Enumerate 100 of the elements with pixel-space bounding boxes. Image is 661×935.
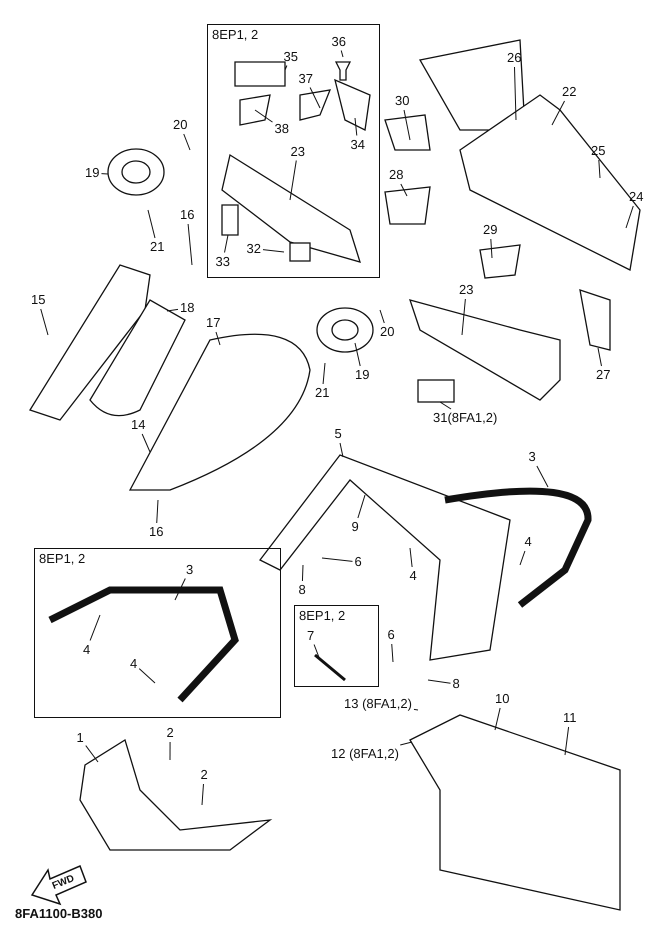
leader-line xyxy=(290,160,297,200)
leader-line xyxy=(284,65,288,70)
callout-number: 38 xyxy=(274,122,289,136)
leader-line xyxy=(413,708,418,710)
callout-number: 25 xyxy=(591,144,606,158)
variant-frame xyxy=(294,605,379,687)
callout-number: 26 xyxy=(507,51,522,65)
leader-line xyxy=(400,742,412,746)
leader-line xyxy=(340,50,344,58)
callout-number: 23 xyxy=(290,144,305,158)
leader-line xyxy=(148,210,156,238)
callout-number: 35 xyxy=(284,50,298,64)
callout-number: 15 xyxy=(31,293,46,307)
leader-line xyxy=(322,362,326,384)
leader-line xyxy=(166,308,178,312)
frame-title: 8EP1, 2 xyxy=(299,608,346,623)
callout-number: 2 xyxy=(166,726,174,740)
callout-number: 24 xyxy=(629,190,644,204)
leader-line xyxy=(354,118,358,136)
callout-number: 20 xyxy=(173,118,188,132)
callout-number: 3 xyxy=(528,450,536,464)
callout-number: 1 xyxy=(76,731,84,745)
callout-number: 9 xyxy=(352,520,359,534)
callout-number: 16 xyxy=(149,525,164,539)
variant-frame xyxy=(207,24,380,278)
callout-number: 4 xyxy=(410,569,417,583)
callout-number: 37 xyxy=(298,72,313,86)
leader-line xyxy=(202,784,204,806)
leader-line xyxy=(142,434,150,452)
leader-line xyxy=(357,494,366,518)
leader-line xyxy=(156,500,158,524)
callout-number: 22 xyxy=(562,85,576,99)
leader-line xyxy=(520,550,526,566)
leader-line xyxy=(564,726,570,756)
callout-number: 28 xyxy=(389,168,404,182)
leader-line xyxy=(216,332,220,346)
callout-number: 18 xyxy=(180,301,194,315)
leader-line xyxy=(404,110,410,140)
callout-number: 7 xyxy=(307,628,314,642)
callout-number: 4 xyxy=(524,535,532,549)
callout-number: 33 xyxy=(216,254,230,268)
leader-line xyxy=(514,66,516,120)
callout-number: 36 xyxy=(332,34,346,48)
leader-line xyxy=(40,308,48,336)
leader-line xyxy=(138,668,156,684)
callout-number: 34 xyxy=(350,138,365,152)
callout-number: 8 xyxy=(452,677,460,691)
leader-line xyxy=(170,742,171,760)
leader-line xyxy=(598,160,600,178)
leader-line xyxy=(224,234,228,253)
leader-line xyxy=(428,680,451,684)
callout-number: 16 xyxy=(180,208,194,222)
leader-line xyxy=(354,342,361,366)
callout-number: 4 xyxy=(130,656,138,670)
leader-line xyxy=(494,708,501,730)
leader-line xyxy=(490,238,492,258)
leader-line xyxy=(322,558,353,562)
callout-number: 27 xyxy=(596,368,610,382)
callout-number: 6 xyxy=(388,628,395,642)
callout-number: 17 xyxy=(206,316,220,330)
leader-line xyxy=(598,348,602,366)
leader-line xyxy=(340,442,344,458)
callout-number: 14 xyxy=(131,418,146,432)
callout-number: 21 xyxy=(315,386,330,400)
frame-title: 8EP1, 2 xyxy=(39,551,86,566)
callout-number: 10 xyxy=(495,692,510,706)
callout-number: 4 xyxy=(83,642,90,656)
callout-number: 3 xyxy=(186,562,194,576)
leader-line xyxy=(262,249,284,252)
leader-line xyxy=(100,173,108,174)
leader-line xyxy=(400,184,408,196)
direction-label: FWD xyxy=(50,873,76,892)
leader-line xyxy=(462,298,466,336)
leader-line xyxy=(183,134,190,150)
leader-line xyxy=(552,100,566,126)
leader-line xyxy=(626,206,634,228)
callout-number: 5 xyxy=(334,427,342,441)
leader-line xyxy=(90,614,100,641)
leader-line xyxy=(254,110,273,123)
callout-number: 12 (8FA1,2) xyxy=(331,747,399,761)
callout-number: 30 xyxy=(395,94,410,108)
callout-number: 32 xyxy=(246,242,261,256)
leader-line xyxy=(174,578,186,600)
callout-number: 13 (8FA1,2) xyxy=(344,697,412,711)
callout-number: 8 xyxy=(298,583,306,597)
callout-number: 20 xyxy=(380,325,394,339)
callout-number: 11 xyxy=(563,711,576,725)
leader-line xyxy=(536,466,548,488)
leader-line xyxy=(85,745,98,762)
callout-number: 2 xyxy=(200,768,208,782)
leader-line xyxy=(310,87,320,108)
frame-title: 8EP1, 2 xyxy=(212,27,258,42)
leader-line xyxy=(188,224,192,266)
leader-line xyxy=(391,644,394,662)
leader-line xyxy=(440,402,452,410)
callout-number: 21 xyxy=(150,240,164,254)
callout-number: 19 xyxy=(355,368,370,382)
callout-number: 29 xyxy=(483,223,498,237)
callout-number: 23 xyxy=(459,283,474,297)
variant-frame xyxy=(34,548,281,718)
